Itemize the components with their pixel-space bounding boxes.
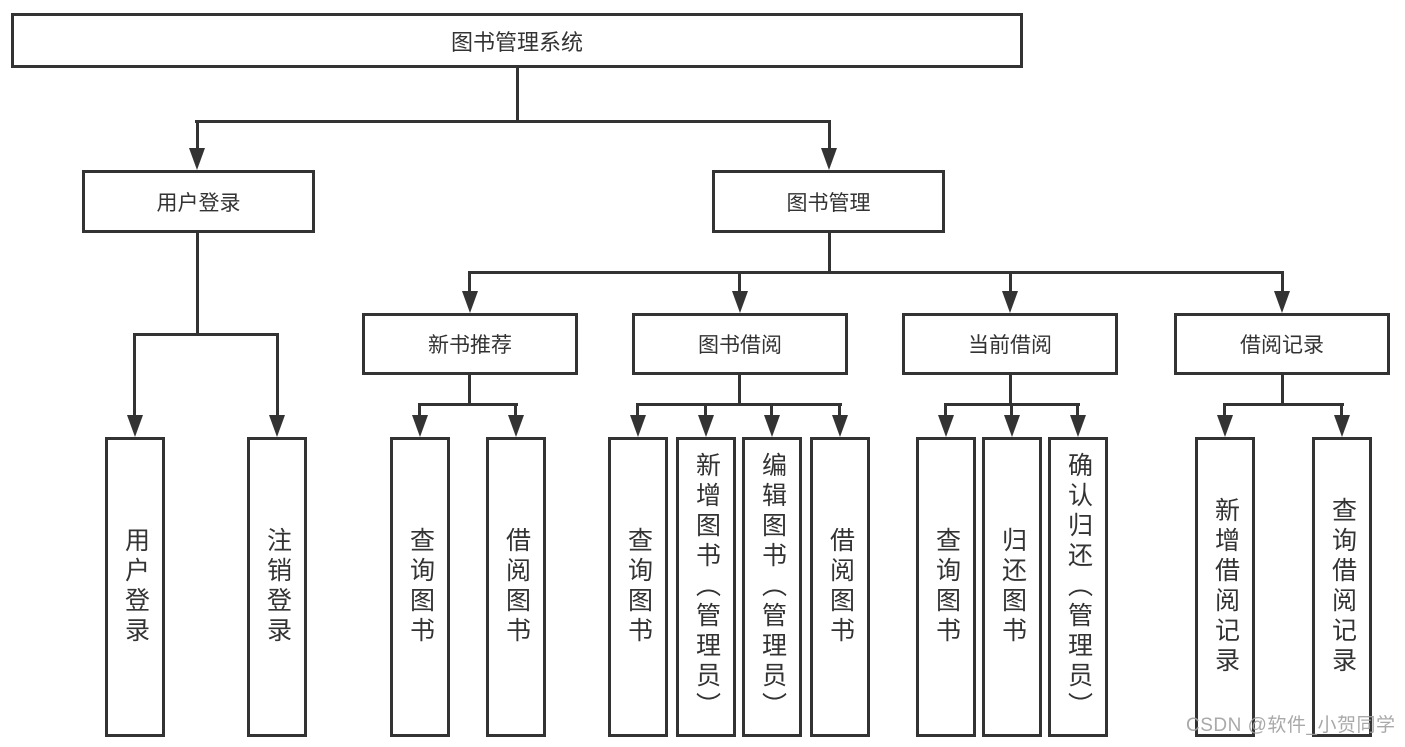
leaf-logout: 注销登录 <box>247 437 307 737</box>
connector-to-borrow-records <box>1281 271 1284 293</box>
connector-to-book-management <box>828 120 831 150</box>
connector-borrow-records-split <box>1223 403 1344 406</box>
leaf-return-book: 归还图书 <box>982 437 1042 737</box>
connector-to-leaf-user-login <box>133 333 136 417</box>
leaf-confirm-return-admin: 确认归还（管理员） <box>1048 437 1108 737</box>
leaf-query-books-newbook-label: 查询图书 <box>406 527 435 647</box>
leaf-borrow-book-newbook-label: 借阅图书 <box>502 527 531 647</box>
connector-leaf-line <box>636 403 639 417</box>
arrow-to-leaf-confirm-return <box>1070 415 1086 437</box>
leaf-add-book-admin: 新增图书（管理员） <box>676 437 736 737</box>
connector-current-borrow-stub <box>1009 375 1012 405</box>
arrow-to-leaf-query-record <box>1334 415 1350 437</box>
arrow-to-leaf-query-books-3 <box>938 415 954 437</box>
connector-root-split <box>195 120 831 123</box>
leaf-query-books-newbook: 查询图书 <box>390 437 450 737</box>
arrow-to-current-borrow <box>1002 291 1018 313</box>
leaf-query-borrow-record-label: 查询借阅记录 <box>1328 497 1357 677</box>
arrow-to-leaf-borrow-book-1 <box>508 415 524 437</box>
arrow-to-leaf-query-books-2 <box>630 415 646 437</box>
arrow-to-borrow-records <box>1274 291 1290 313</box>
leaf-borrow-book-label: 借阅图书 <box>826 527 855 647</box>
node-current-borrow: 当前借阅 <box>902 313 1118 375</box>
connector-book-management-split <box>468 271 1284 274</box>
connector-leaf-line <box>1223 403 1226 417</box>
arrow-to-new-book <box>462 291 478 313</box>
arrow-to-leaf-add-book <box>698 415 714 437</box>
node-borrow-records-label: 借阅记录 <box>1240 334 1324 357</box>
csdn-watermark: CSDN @软件_小贺同学 <box>1186 715 1396 736</box>
connector-leaf-line <box>514 403 517 417</box>
node-book-management-label: 图书管理 <box>786 191 871 215</box>
connector-to-user-login <box>196 120 199 150</box>
leaf-query-books-current: 查询图书 <box>916 437 976 737</box>
connector-book-borrow-stub <box>738 375 741 405</box>
node-new-book-recommend-label: 新书推荐 <box>428 334 512 357</box>
leaf-query-borrow-record: 查询借阅记录 <box>1312 437 1372 737</box>
leaf-edit-book-admin-label: 编辑图书（管理员） <box>758 452 787 722</box>
connector-book-management-stub <box>828 233 831 273</box>
node-user-login-label: 用户登录 <box>156 191 241 215</box>
connector-new-book-split <box>418 403 518 406</box>
connector-user-login-split <box>133 333 279 336</box>
connector-to-new-book <box>468 271 471 293</box>
leaf-user-login-label: 用户登录 <box>121 527 150 647</box>
leaf-borrow-book: 借阅图书 <box>810 437 870 737</box>
node-library-system: 图书管理系统 <box>11 13 1023 68</box>
arrow-to-leaf-edit-book <box>764 415 780 437</box>
connector-leaf-line <box>838 403 841 417</box>
connector-leaf-line <box>944 403 947 417</box>
connector-leaf-line <box>418 403 421 417</box>
node-book-borrow-label: 图书借阅 <box>698 334 782 357</box>
connector-user-login-stub <box>196 233 199 335</box>
leaf-edit-book-admin: 编辑图书（管理员） <box>742 437 802 737</box>
node-new-book-recommend: 新书推荐 <box>362 313 578 375</box>
node-current-borrow-label: 当前借阅 <box>968 334 1052 357</box>
leaf-add-borrow-record: 新增借阅记录 <box>1195 437 1255 737</box>
node-book-borrow: 图书借阅 <box>632 313 848 375</box>
leaf-add-borrow-record-label: 新增借阅记录 <box>1211 497 1240 677</box>
arrow-to-leaf-add-record <box>1217 415 1233 437</box>
connector-to-current-borrow <box>1009 271 1012 293</box>
node-library-system-label: 图书管理系统 <box>450 29 583 55</box>
connector-leaf-line <box>704 403 707 417</box>
node-book-management: 图书管理 <box>712 170 945 233</box>
leaf-return-book-label: 归还图书 <box>998 527 1027 647</box>
leaf-add-book-admin-label: 新增图书（管理员） <box>692 452 721 722</box>
arrow-to-leaf-borrow-book-2 <box>832 415 848 437</box>
connector-borrow-records-stub <box>1281 375 1284 405</box>
arrow-to-book-borrow <box>732 291 748 313</box>
connector-leaf-line <box>1010 403 1013 417</box>
connector-to-leaf-logout <box>276 333 279 417</box>
connector-book-borrow-split <box>636 403 842 406</box>
connector-leaf-line <box>1076 403 1079 417</box>
arrow-to-book-management <box>821 148 837 170</box>
arrow-to-leaf-logout <box>269 415 285 437</box>
arrow-to-user-login <box>189 148 205 170</box>
leaf-confirm-return-admin-label: 确认归还（管理员） <box>1064 452 1093 722</box>
connector-root-stub <box>516 68 519 122</box>
leaf-query-books-borrow-label: 查询图书 <box>624 527 653 647</box>
arrow-to-leaf-return-book <box>1004 415 1020 437</box>
arrow-to-leaf-user-login <box>127 415 143 437</box>
connector-new-book-stub <box>468 375 471 405</box>
leaf-user-login: 用户登录 <box>105 437 165 737</box>
connector-leaf-line <box>770 403 773 417</box>
node-borrow-records: 借阅记录 <box>1174 313 1390 375</box>
arrow-to-leaf-query-books-1 <box>412 415 428 437</box>
leaf-borrow-book-newbook: 借阅图书 <box>486 437 546 737</box>
leaf-logout-label: 注销登录 <box>263 527 292 647</box>
leaf-query-books-current-label: 查询图书 <box>932 527 961 647</box>
connector-leaf-line <box>1340 403 1343 417</box>
node-user-login: 用户登录 <box>82 170 315 233</box>
leaf-query-books-borrow: 查询图书 <box>608 437 668 737</box>
connector-to-book-borrow <box>738 271 741 293</box>
